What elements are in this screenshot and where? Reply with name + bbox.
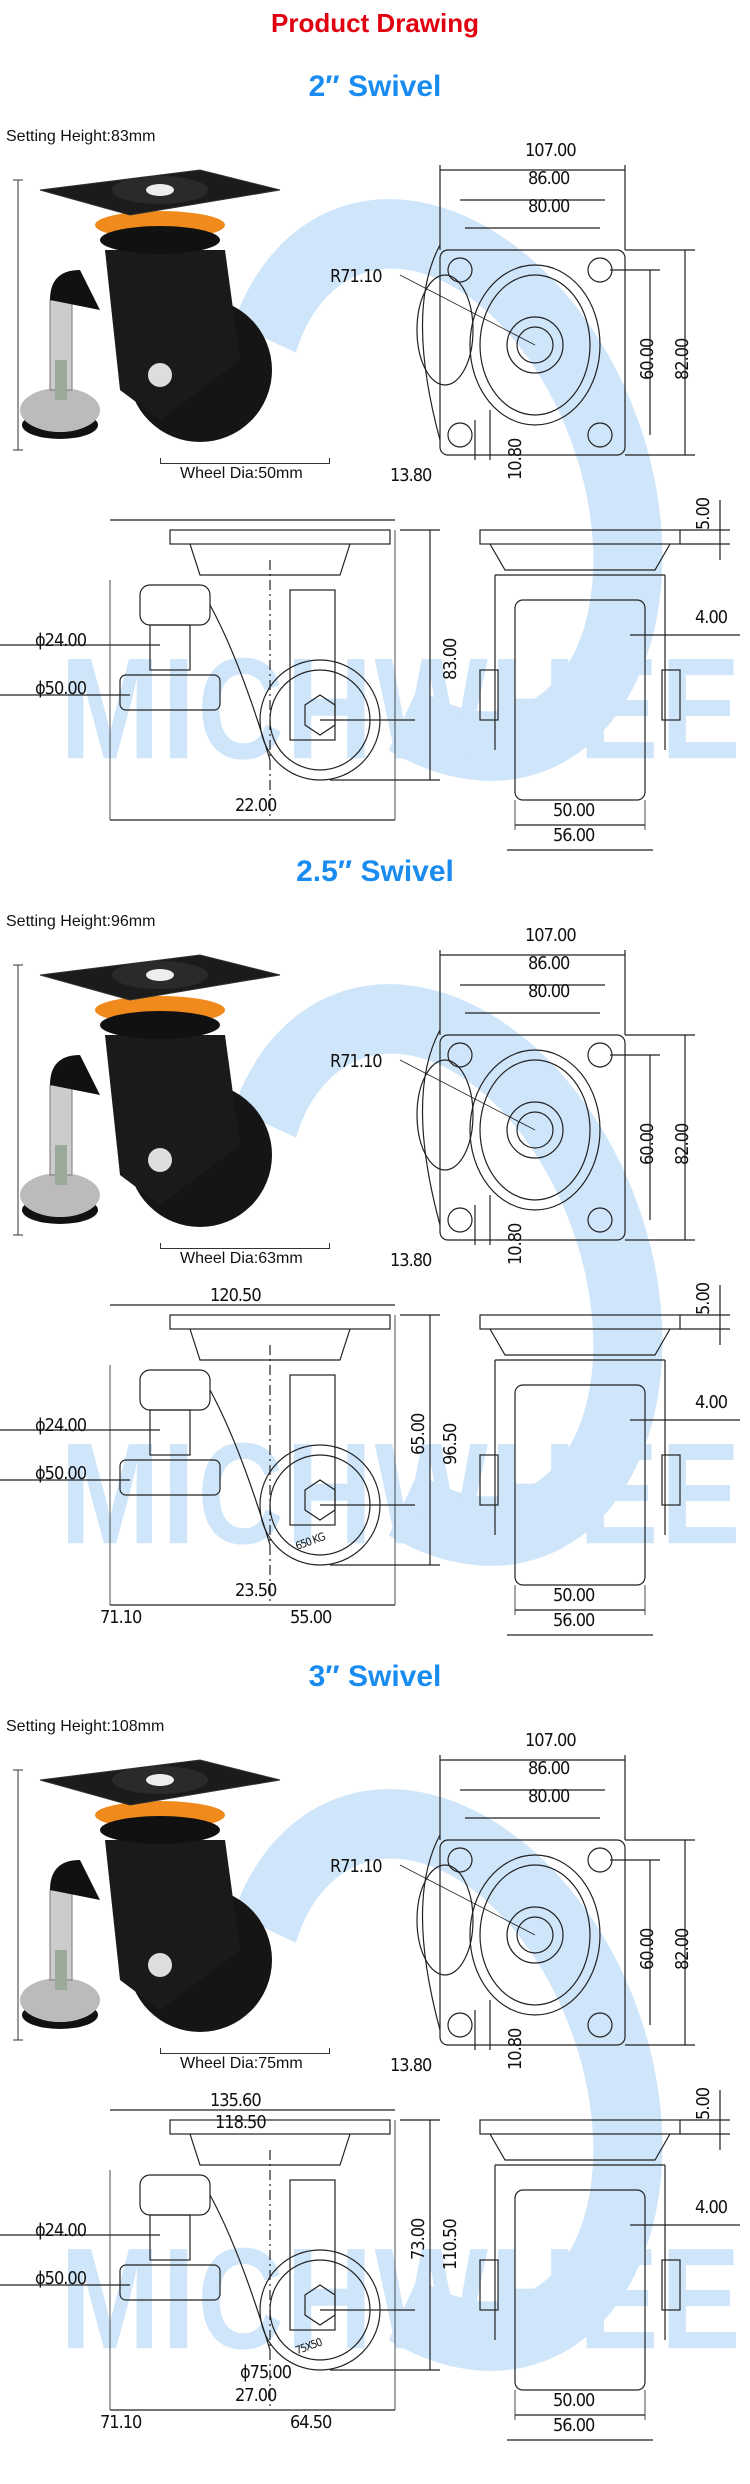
dim-plate-width: 107.00	[525, 1730, 577, 1751]
dim-swivel-radius: R71.10	[330, 1856, 383, 1877]
dim-hole-span-outer: 86.00	[528, 1758, 570, 1779]
dim-fork-gap: 4.00	[695, 607, 728, 628]
dim-fork-gap: 4.00	[695, 2197, 728, 2218]
dim-hole-height: 60.00	[637, 1928, 658, 1970]
dim-offset-y: 10.80	[505, 438, 526, 480]
front-view-drawing	[479, 500, 740, 851]
dim-wheel-width: 50.00	[553, 800, 595, 821]
setting-height-label: Setting Height:96mm	[6, 913, 156, 930]
section-2in-swivel: MICHWHEEL 2″ Swivel Setting Height:83mm …	[0, 60, 750, 860]
section-3in-swivel: MICHWHEEL 3″ Swivel Setting Height:108mm…	[0, 1650, 750, 2450]
dim-overall-length: 135.60	[210, 2090, 262, 2111]
top-view-drawing	[399, 165, 695, 460]
dim-hole-height: 60.00	[637, 338, 658, 380]
dim-overall-length: 120.50	[210, 1285, 262, 1306]
dim-plate-height: 82.00	[672, 1123, 693, 1165]
dim-plate-height: 82.00	[672, 338, 693, 380]
wheel-dia-label: Wheel Dia:75mm	[180, 2055, 303, 2072]
dim-foot-diameter: ϕ50.00	[35, 678, 87, 699]
wheel-dia-label: Wheel Dia:63mm	[180, 1250, 303, 1267]
dim-offset-x: 13.80	[390, 2055, 432, 2076]
dim-wheel-offset: 64.50	[290, 2412, 332, 2433]
watermark-text: MICHWHEEL	[60, 2218, 750, 2380]
front-view-drawing	[479, 1285, 740, 1636]
watermark-text: MICHWHEEL	[60, 628, 750, 790]
section-title: 3″ Swivel	[308, 1660, 442, 1693]
dim-plate-width: 107.00	[525, 140, 577, 161]
side-view-drawing	[0, 2109, 440, 2411]
setting-height-label: Setting Height:83mm	[6, 128, 156, 145]
dim-stem-diameter: ϕ24.00	[35, 2220, 87, 2241]
dim-hole-span-outer: 86.00	[528, 953, 570, 974]
dim-offset-x: 13.80	[390, 465, 432, 486]
top-view-drawing	[399, 1755, 695, 2050]
dim-fork-width: 56.00	[553, 2415, 595, 2436]
dim-swivel-offset: 23.50	[235, 1580, 277, 1601]
dim-swivel-offset: 22.00	[235, 795, 277, 816]
dim-hole-span-inner: 80.00	[528, 981, 570, 1002]
dim-hole-span-outer: 86.00	[528, 168, 570, 189]
dim-axle-height: 65.00	[408, 1413, 429, 1455]
dim-swivel-radius: R71.10	[330, 266, 383, 287]
top-view-drawing	[399, 950, 695, 1245]
watermark-text: MICHWHEEL	[60, 1413, 750, 1575]
setting-height-label: Setting Height:108mm	[6, 1718, 165, 1735]
caster-photo	[13, 954, 281, 1236]
dim-swivel-offset: 27.00	[235, 2385, 277, 2406]
dim-offset-x: 13.80	[390, 1250, 432, 1271]
dim-foot-offset: 71.10	[100, 1607, 142, 1628]
dim-offset-y: 10.80	[505, 1223, 526, 1265]
dim-overall-length-2: 118.50	[215, 2112, 267, 2133]
section-2-5in-swivel: MICHWHEEL 2.5″ Swivel Setting Height:96m…	[0, 845, 750, 1645]
dim-hole-span-inner: 80.00	[528, 196, 570, 217]
dim-stem-diameter: ϕ24.00	[35, 1415, 87, 1436]
dim-plate-width: 107.00	[525, 925, 577, 946]
section-title: 2.5″ Swivel	[296, 855, 454, 888]
wheel-dia-label: Wheel Dia:50mm	[180, 465, 303, 482]
dim-foot-diameter: ϕ50.00	[35, 1463, 87, 1484]
wheel-dia-line	[160, 2048, 330, 2054]
dim-fork-width: 56.00	[553, 825, 595, 846]
dim-plate-height: 82.00	[672, 1928, 693, 1970]
dim-fork-gap: 4.00	[695, 1392, 728, 1413]
dim-plate-thickness: 5.00	[693, 2087, 714, 2120]
dim-foot-diameter: ϕ50.00	[35, 2268, 87, 2289]
dim-wheel-width: 50.00	[553, 1585, 595, 1606]
dim-foot-offset: 71.10	[100, 2412, 142, 2433]
caster-photo	[13, 169, 281, 451]
wheel-dia-line	[160, 1243, 330, 1249]
dim-wheel-diameter: ϕ75.00	[240, 2362, 292, 2383]
dim-stem-diameter: ϕ24.00	[35, 630, 87, 651]
side-view-drawing	[0, 1304, 440, 1606]
dim-wheel-offset: 55.00	[290, 1607, 332, 1628]
dim-hole-span-inner: 80.00	[528, 1786, 570, 1807]
dim-plate-thickness: 5.00	[693, 1282, 714, 1315]
dim-axle-height: 73.00	[408, 2218, 429, 2260]
dim-setting-height: 96.50	[440, 1423, 461, 1465]
caster-photo	[13, 1759, 281, 2041]
dim-swivel-radius: R71.10	[330, 1051, 383, 1072]
dim-wheel-width: 50.00	[553, 2390, 595, 2411]
dim-setting-height: 83.00	[440, 638, 461, 680]
dim-plate-thickness: 5.00	[693, 497, 714, 530]
dim-hole-height: 60.00	[637, 1123, 658, 1165]
front-view-drawing	[479, 2090, 740, 2441]
section-title: 2″ Swivel	[308, 70, 442, 103]
wheel-dia-line	[160, 458, 330, 464]
dim-offset-y: 10.80	[505, 2028, 526, 2070]
dim-fork-width: 56.00	[553, 1610, 595, 1631]
page-title: Product Drawing	[270, 8, 479, 38]
side-view-drawing	[0, 519, 440, 821]
dim-setting-height: 110.50	[440, 2219, 461, 2270]
